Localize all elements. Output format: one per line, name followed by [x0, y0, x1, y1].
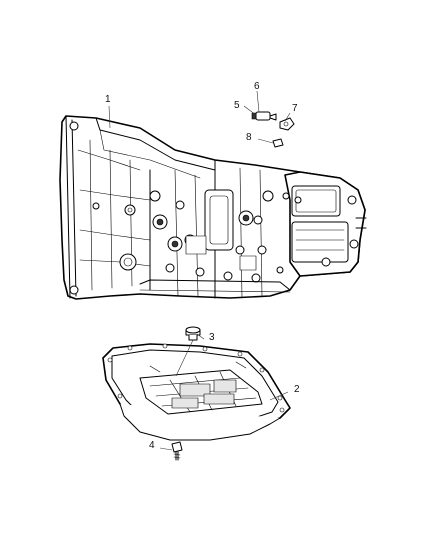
bolt-icon — [171, 441, 183, 461]
oil-pan-icon — [102, 343, 291, 441]
callout-1: 1 — [105, 94, 111, 105]
callout-5: 5 — [234, 100, 240, 111]
plug-icon — [272, 117, 295, 148]
transmission-case-icon — [59, 115, 367, 300]
callout-3: 3 — [209, 332, 215, 343]
callout-7: 7 — [292, 103, 298, 114]
callout-6: 6 — [254, 81, 260, 92]
callout-4: 4 — [149, 440, 155, 451]
sensor-icon — [251, 111, 277, 121]
callout-8: 8 — [246, 132, 252, 143]
plug-icon — [175, 326, 201, 377]
callout-2: 2 — [294, 384, 300, 395]
